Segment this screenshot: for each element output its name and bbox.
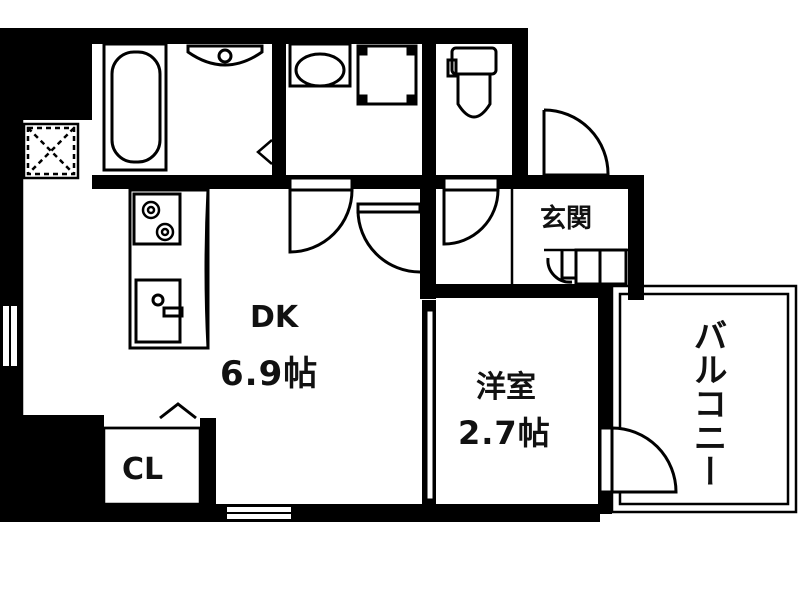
washbasin-icon — [186, 44, 264, 67]
sink-icon — [288, 42, 352, 88]
washing-machine-icon — [356, 44, 418, 106]
outer-walls — [0, 28, 600, 522]
doors — [159, 108, 678, 502]
window-left — [1, 304, 19, 368]
room-label-balcony: バルコニー — [687, 318, 727, 488]
room-area-western: 2.7帖 — [458, 414, 551, 452]
room-label-dk: DK — [250, 300, 299, 335]
ventilation-icon — [22, 122, 80, 180]
room-label-closet: CL — [122, 452, 164, 487]
room-label-entrance: 玄関 — [540, 204, 593, 234]
stove-icon — [141, 200, 175, 242]
room-area-dk: 6.9帖 — [220, 354, 319, 394]
toilet-icon — [446, 46, 498, 119]
door-swing-bath — [256, 139, 273, 165]
kitchen-counter — [128, 188, 210, 350]
window-bottom — [225, 505, 293, 521]
room-label-western: 洋室 — [476, 370, 536, 405]
bathtub-icon — [102, 42, 168, 172]
kitchen-sink-icon — [134, 278, 184, 344]
